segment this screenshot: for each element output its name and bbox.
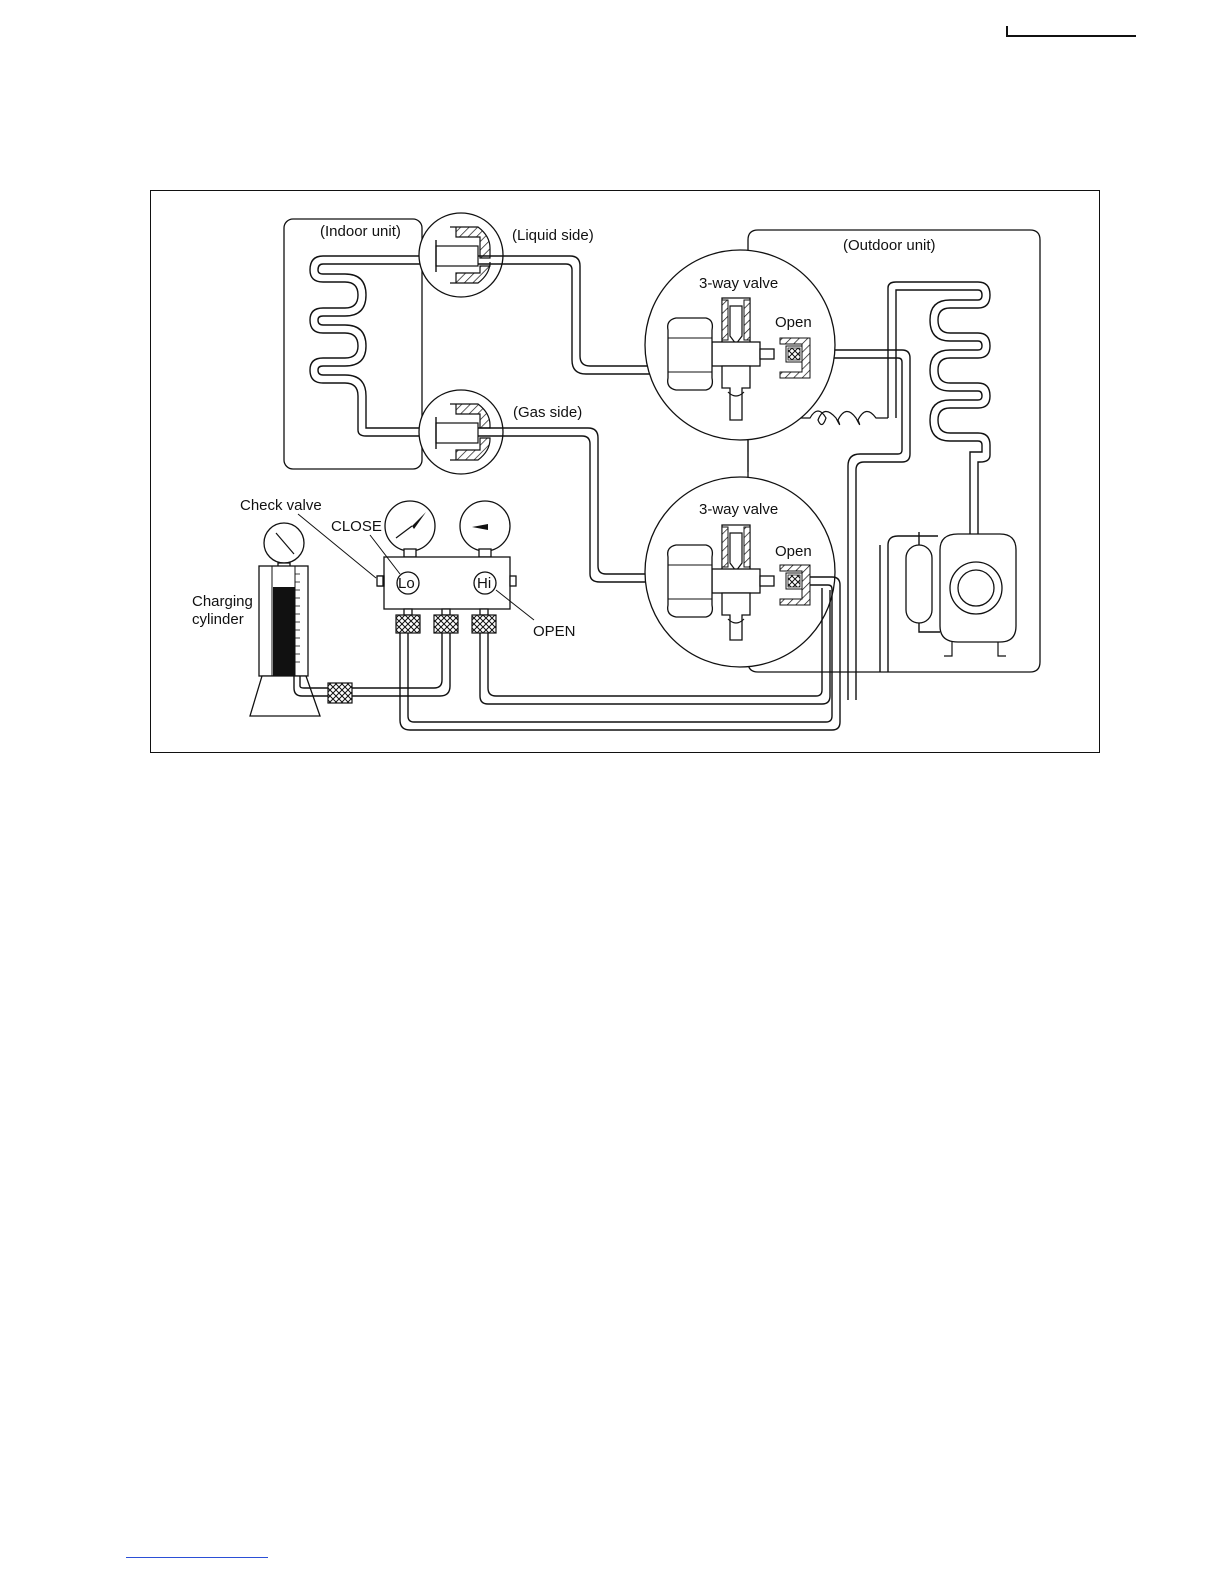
gauge-manifold (378, 501, 516, 633)
three-way-valve-top-label: 3-way valve (699, 275, 778, 292)
charging-cylinder-label-1: Charging (192, 593, 253, 610)
footer-link-rule (126, 1557, 268, 1558)
liquid-pipe (478, 256, 668, 366)
check-valve-label: Check valve (240, 497, 322, 514)
indoor-unit (284, 219, 422, 469)
gas-pipe (478, 428, 668, 574)
lo-label: Lo (398, 575, 415, 592)
liquid-side-label: (Liquid side) (512, 227, 594, 244)
hi-label: Hi (477, 575, 491, 592)
accumulator (906, 545, 932, 623)
open-caps-label: OPEN (533, 623, 576, 640)
indoor-unit-label: (Indoor unit) (320, 223, 401, 240)
charging-cylinder-label-2: cylinder (192, 611, 244, 628)
gas-side-label: (Gas side) (513, 404, 582, 421)
low-pressure-gauge (385, 501, 435, 551)
three-way-valve-bottom-label: 3-way valve (699, 501, 778, 518)
open-top-label: Open (775, 314, 812, 331)
outdoor-unit-label: (Outdoor unit) (843, 237, 936, 254)
close-label: CLOSE (331, 518, 382, 535)
open-bottom-label: Open (775, 543, 812, 560)
gas-side-flare-connection (419, 390, 503, 474)
charging-hose (352, 633, 442, 688)
charging-cylinder (250, 523, 352, 716)
liquid-side-flare-connection (419, 213, 503, 297)
check-valve (377, 576, 383, 586)
